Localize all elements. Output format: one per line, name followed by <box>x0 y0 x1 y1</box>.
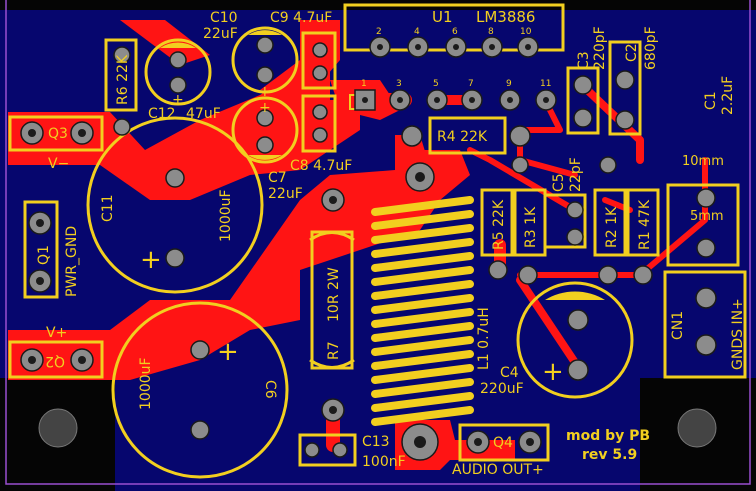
c5-label: C5 <box>551 173 567 192</box>
plus-c6: + <box>217 337 239 367</box>
c12-value: 47uF <box>186 106 221 122</box>
pwr-gnd-label: PWR_GND <box>64 226 80 297</box>
plus-c10: + <box>259 84 271 100</box>
c6-value: 1000uF <box>138 357 154 410</box>
c12-label: C12 <box>148 106 176 122</box>
inductor-l1[interactable] <box>371 196 474 426</box>
labels: U1 LM3886 2 4 6 8 10 1 3 5 7 9 11 C10 22… <box>36 8 746 478</box>
c3-value: 220pF <box>592 26 608 70</box>
c1-value: 2.2uF <box>720 76 736 115</box>
5mm-label: 5mm <box>690 209 724 224</box>
c4-label: C4 <box>500 365 519 381</box>
c13-value: 100nF <box>362 454 406 470</box>
c7-value: 22uF <box>268 186 303 202</box>
c2-label: C2 <box>624 43 640 62</box>
q3-label: Q3 <box>48 126 68 142</box>
plus-c7: + <box>259 100 271 116</box>
c10-value: 22uF <box>203 26 238 42</box>
pin-4: 4 <box>414 27 420 37</box>
pads <box>20 36 717 461</box>
l1-label: L1 0.7uH <box>476 307 492 370</box>
plus-c4: + <box>542 357 564 387</box>
mounting-hole-left <box>38 408 78 448</box>
u1-label: U1 <box>432 8 453 26</box>
v-plus-label: V+ <box>46 325 67 341</box>
10mm-label: 10mm <box>682 154 724 169</box>
credit-line-2: rev 5.9 <box>582 447 637 463</box>
q2-label: Q2 <box>45 353 65 369</box>
c11-label: C11 <box>100 194 116 222</box>
c10-label: C10 <box>210 10 238 26</box>
r5-label: R5 22K <box>491 199 507 250</box>
r3-label: R3 1K <box>523 206 539 248</box>
silkscreen <box>8 26 747 479</box>
c9-label: C9 4.7uF <box>270 10 332 26</box>
plus-c11: + <box>140 245 162 275</box>
gnds-in-label: GNDS IN+ <box>730 298 746 370</box>
pin-5: 5 <box>433 79 439 89</box>
c13-label: C13 <box>362 434 390 450</box>
board-outline <box>5 0 751 485</box>
cn1-label: CN1 <box>670 311 686 340</box>
credit-line-1: mod by PB <box>566 428 650 444</box>
r6-label: R6 22K <box>115 54 131 105</box>
pin-3: 3 <box>396 79 402 89</box>
v-minus-label: V− <box>48 156 69 172</box>
r2-label: R2 1K <box>604 206 620 248</box>
pin-1: 1 <box>361 79 367 89</box>
c2-value: 680pF <box>643 26 659 70</box>
c4-value: 220uF <box>480 381 524 397</box>
q4-label: Q4 <box>493 435 513 451</box>
c6-label: C6 <box>262 380 278 399</box>
c5-value: 22pF <box>568 157 584 192</box>
c11-value: 1000uF <box>218 189 234 242</box>
r7-label: R7 <box>326 341 342 360</box>
c1-label: C1 <box>703 91 719 110</box>
plus-c12: + <box>172 92 184 108</box>
mounting-hole-right <box>677 408 717 448</box>
q1-label: Q1 <box>36 245 52 265</box>
c8-label: C8 4.7uF <box>290 158 352 174</box>
pin-8: 8 <box>488 27 494 37</box>
lm3886-label: LM3886 <box>476 8 535 26</box>
r1-label: R1 47K <box>637 199 653 250</box>
audio-out-label: AUDIO OUT+ <box>452 462 544 478</box>
pin-10: 10 <box>520 27 532 37</box>
r7-value: 10R 2W <box>326 267 342 322</box>
pin-6: 6 <box>452 27 458 37</box>
c3-label: C3 <box>576 51 592 70</box>
pin-11: 11 <box>540 79 551 89</box>
pin-2: 2 <box>376 27 382 37</box>
pin-7: 7 <box>468 79 474 89</box>
pin-9: 9 <box>506 79 512 89</box>
r4-label: R4 22K <box>437 129 488 145</box>
c7-label: C7 <box>268 170 287 186</box>
